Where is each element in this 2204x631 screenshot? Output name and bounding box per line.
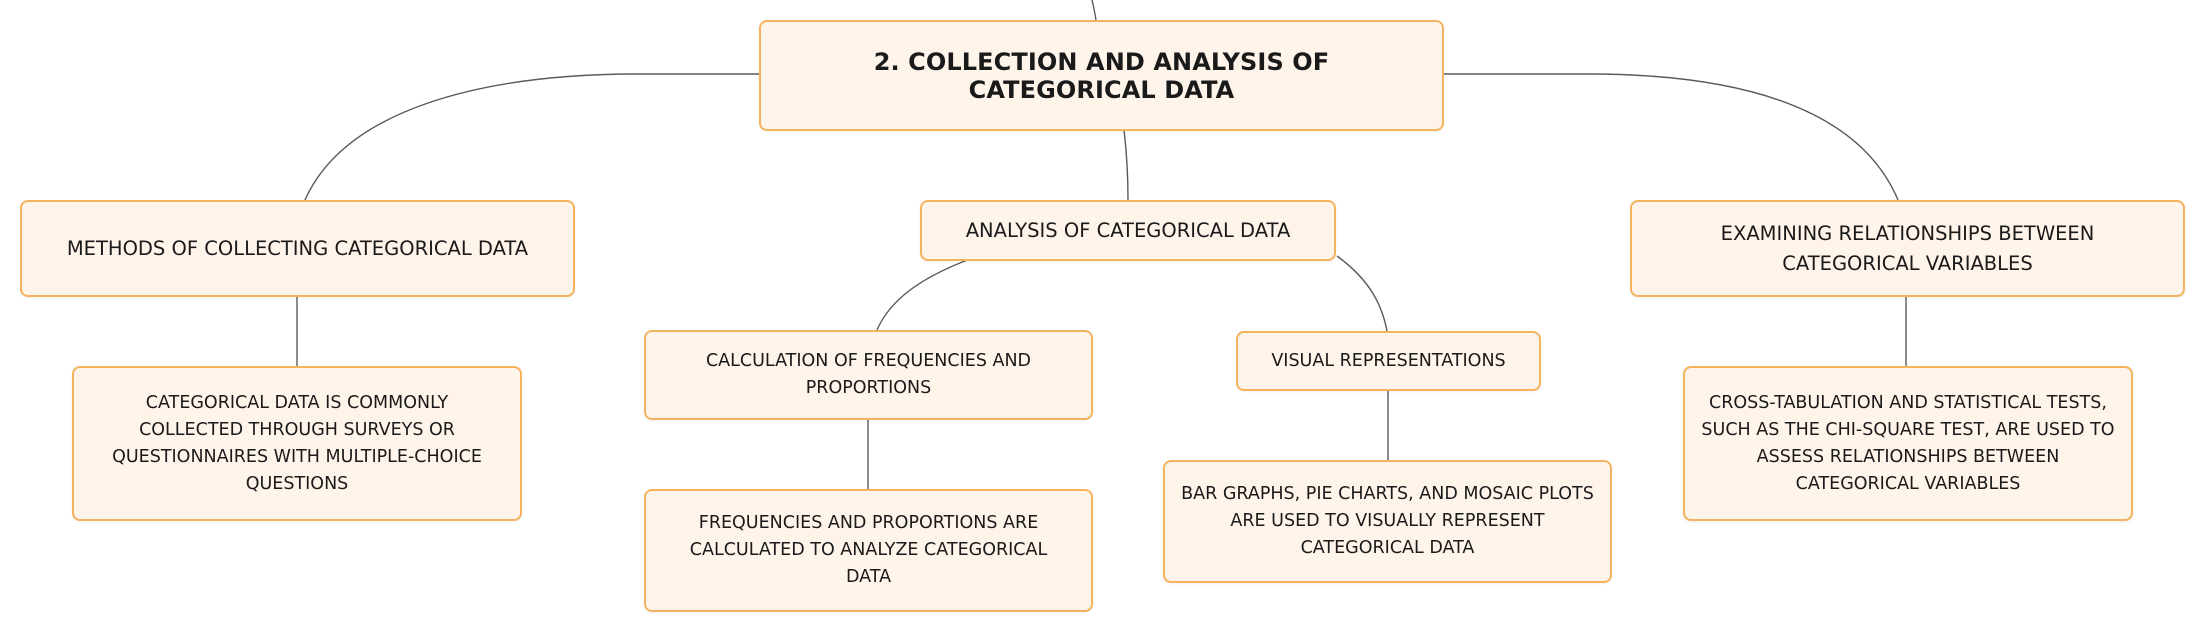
connector-root-analysis — [1123, 129, 1129, 201]
relationships-node[interactable]: EXAMINING RELATIONSHIPS BETWEEN CATEGORI… — [1630, 200, 2185, 297]
visual-detail-node[interactable]: BAR GRAPHS, PIE CHARTS, AND MOSAIC PLOTS… — [1163, 460, 1612, 583]
root-node[interactable]: 2. COLLECTION AND ANALYSIS OF CATEGORICA… — [759, 20, 1444, 131]
frequencies-node[interactable]: CALCULATION OF FREQUENCIES AND PROPORTIO… — [644, 330, 1093, 420]
relationships-detail-label: CROSS-TABULATION AND STATISTICAL TESTS, … — [1701, 392, 2115, 494]
connector-root-relationships — [1444, 73, 1899, 201]
visual-detail-label: BAR GRAPHS, PIE CHARTS, AND MOSAIC PLOTS… — [1181, 484, 1594, 558]
visual-node-label: VISUAL REPRESENTATIONS — [1271, 350, 1506, 371]
analysis-node[interactable]: ANALYSIS OF CATEGORICAL DATA — [920, 200, 1336, 261]
visual-node[interactable]: VISUAL REPRESENTATIONS — [1236, 331, 1541, 391]
root-node-label: 2. COLLECTION AND ANALYSIS OF CATEGORICA… — [873, 47, 1330, 104]
connector-root-methods — [304, 73, 759, 201]
relationships-detail-node[interactable]: CROSS-TABULATION AND STATISTICAL TESTS, … — [1683, 366, 2133, 521]
methods-detail-node[interactable]: CATEGORICAL DATA IS COMMONLY COLLECTED T… — [72, 366, 522, 521]
methods-node[interactable]: METHODS OF COLLECTING CATEGORICAL DATA — [20, 200, 575, 297]
methods-node-label: METHODS OF COLLECTING CATEGORICAL DATA — [66, 236, 529, 260]
frequencies-detail-label: FREQUENCIES AND PROPORTIONS ARE CALCULAT… — [689, 513, 1048, 587]
connector-analysis-frequencies — [876, 258, 971, 331]
frequencies-node-label: CALCULATION OF FREQUENCIES AND PROPORTIO… — [705, 351, 1032, 398]
connector-analysis-visual — [1336, 255, 1388, 332]
relationships-node-label: EXAMINING RELATIONSHIPS BETWEEN CATEGORI… — [1720, 221, 2095, 275]
frequencies-detail-node[interactable]: FREQUENCIES AND PROPORTIONS ARE CALCULAT… — [644, 489, 1093, 612]
connector-root-parent — [1091, 0, 1097, 21]
analysis-node-label: ANALYSIS OF CATEGORICAL DATA — [965, 218, 1291, 242]
methods-detail-label: CATEGORICAL DATA IS COMMONLY COLLECTED T… — [112, 392, 482, 494]
